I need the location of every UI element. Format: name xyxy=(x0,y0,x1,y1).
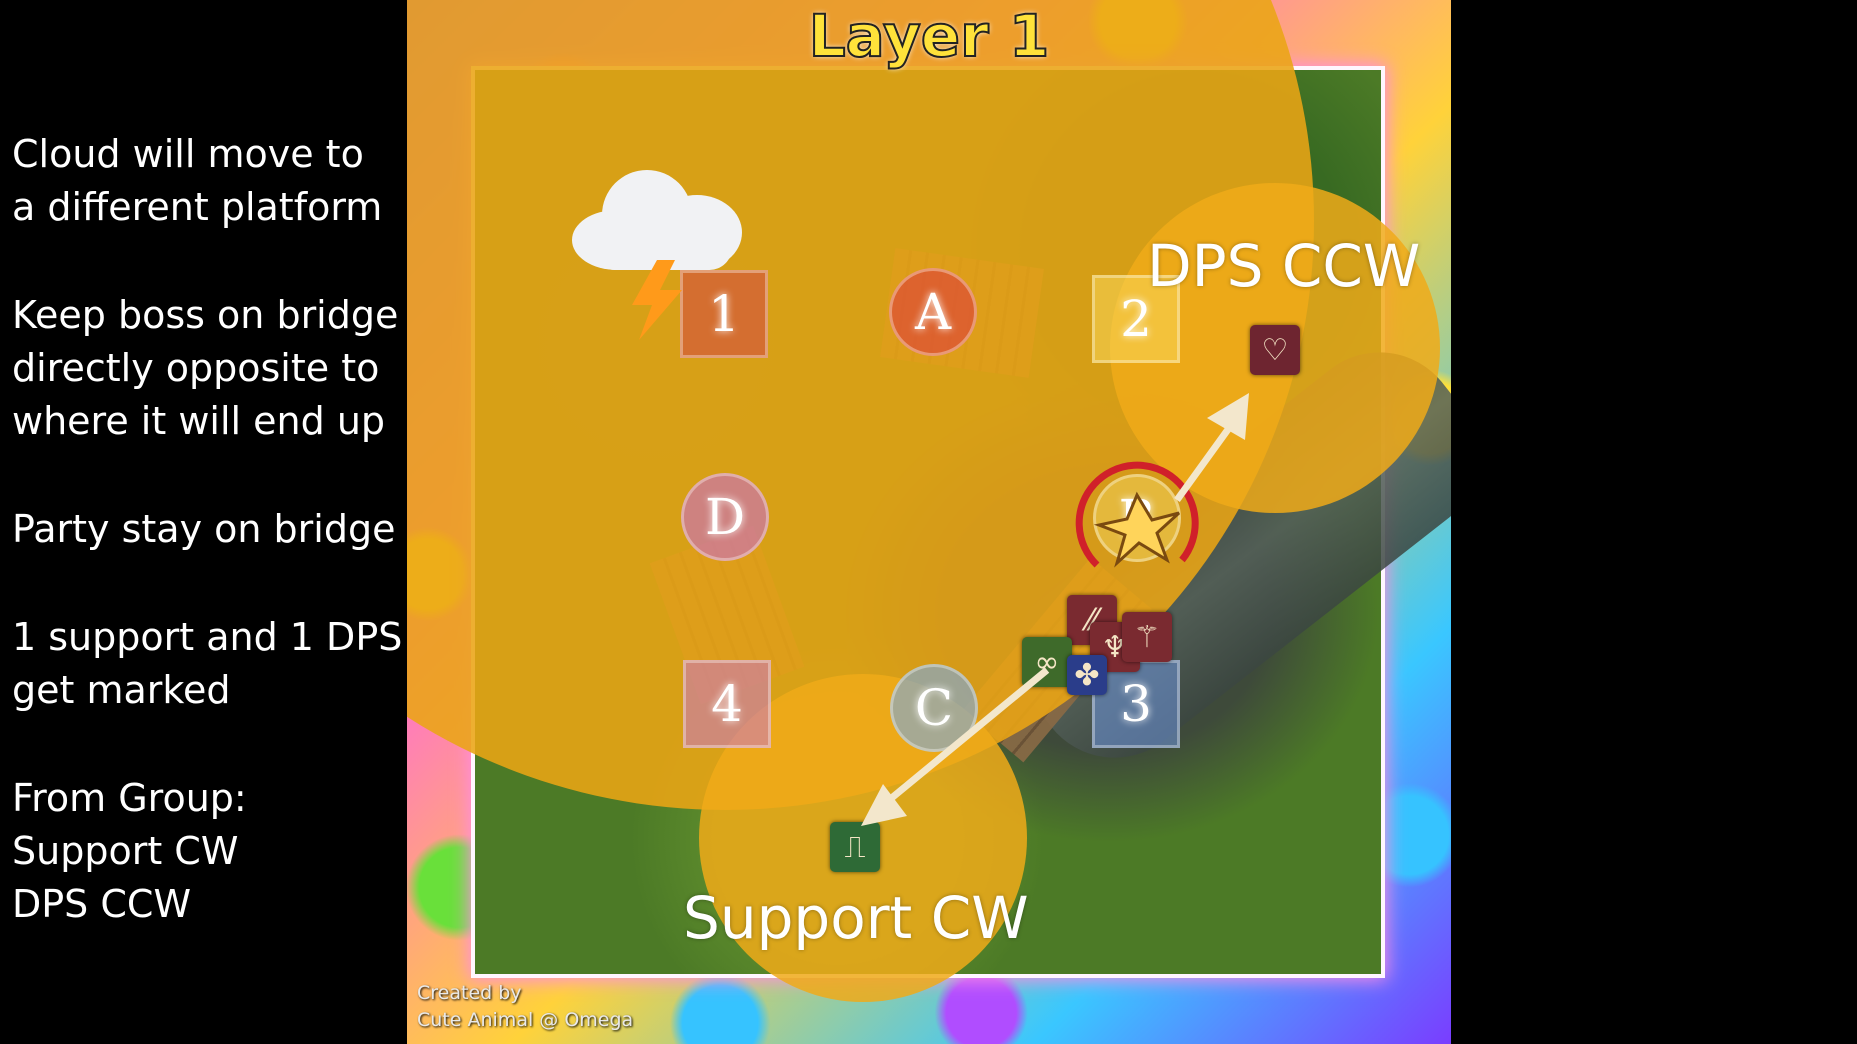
note-line: Party stay on bridge xyxy=(12,507,396,551)
credit-line: Created by xyxy=(417,982,522,1004)
support-cw-label: Support CW xyxy=(683,884,1029,952)
dps-marker-icon: ♡ xyxy=(1250,325,1300,375)
layer-title: Layer 1 xyxy=(808,1,1051,71)
dps-role-icon: ⚚ xyxy=(1122,612,1172,662)
support-marker-icon: ⎍ xyxy=(830,822,880,872)
credit-line: Cute Animal @ Omega xyxy=(417,1009,634,1031)
note-marked: 1 support and 1 DPS get marked xyxy=(12,611,412,717)
note-cloud: Cloud will move to a different platform xyxy=(12,128,412,234)
note-line: where it will end up xyxy=(12,399,386,443)
waymark-d: D xyxy=(681,473,769,561)
waymark-1: 1 xyxy=(680,270,768,358)
healer-role-icon: ∞ xyxy=(1022,637,1072,687)
note-line: DPS CCW xyxy=(12,882,192,926)
dps-ccw-label: DPS CCW xyxy=(1147,232,1421,300)
instruction-panel: Cloud will move to a different platform … xyxy=(12,128,412,986)
note-line: 1 support and 1 DPS xyxy=(12,615,403,659)
tank-role-icon: ✤ xyxy=(1067,655,1107,695)
waymark-c: C xyxy=(890,664,978,752)
waymark-2: 2 xyxy=(1092,275,1180,363)
boss-marker-icon xyxy=(1075,461,1199,568)
waymark-a: A xyxy=(889,268,977,356)
storm-cloud-icon xyxy=(572,170,742,340)
note-party: Party stay on bridge xyxy=(12,503,412,556)
note-boss: Keep boss on bridge directly opposite to… xyxy=(12,289,412,448)
lightning-icon xyxy=(632,260,682,340)
credit: Created by Cute Animal @ Omega xyxy=(417,980,633,1034)
note-line: directly opposite to xyxy=(12,346,380,390)
note-groups: From Group: Support CW DPS CCW xyxy=(12,772,412,931)
waymark-4: 4 xyxy=(683,660,771,748)
note-line: Support CW xyxy=(12,829,239,873)
note-line: get marked xyxy=(12,668,231,712)
note-line: a different platform xyxy=(12,185,383,229)
waymark-3: 3 xyxy=(1092,660,1180,748)
note-line: From Group: xyxy=(12,776,247,820)
note-line: Keep boss on bridge xyxy=(12,293,399,337)
note-line: Cloud will move to xyxy=(12,132,364,176)
arena-map: 1 A 2 D B 4 C 3 ⁄⁄ ♆ ⚚ ∞ ✤ ♡ ⎍ Layer 1 D… xyxy=(407,0,1451,1044)
